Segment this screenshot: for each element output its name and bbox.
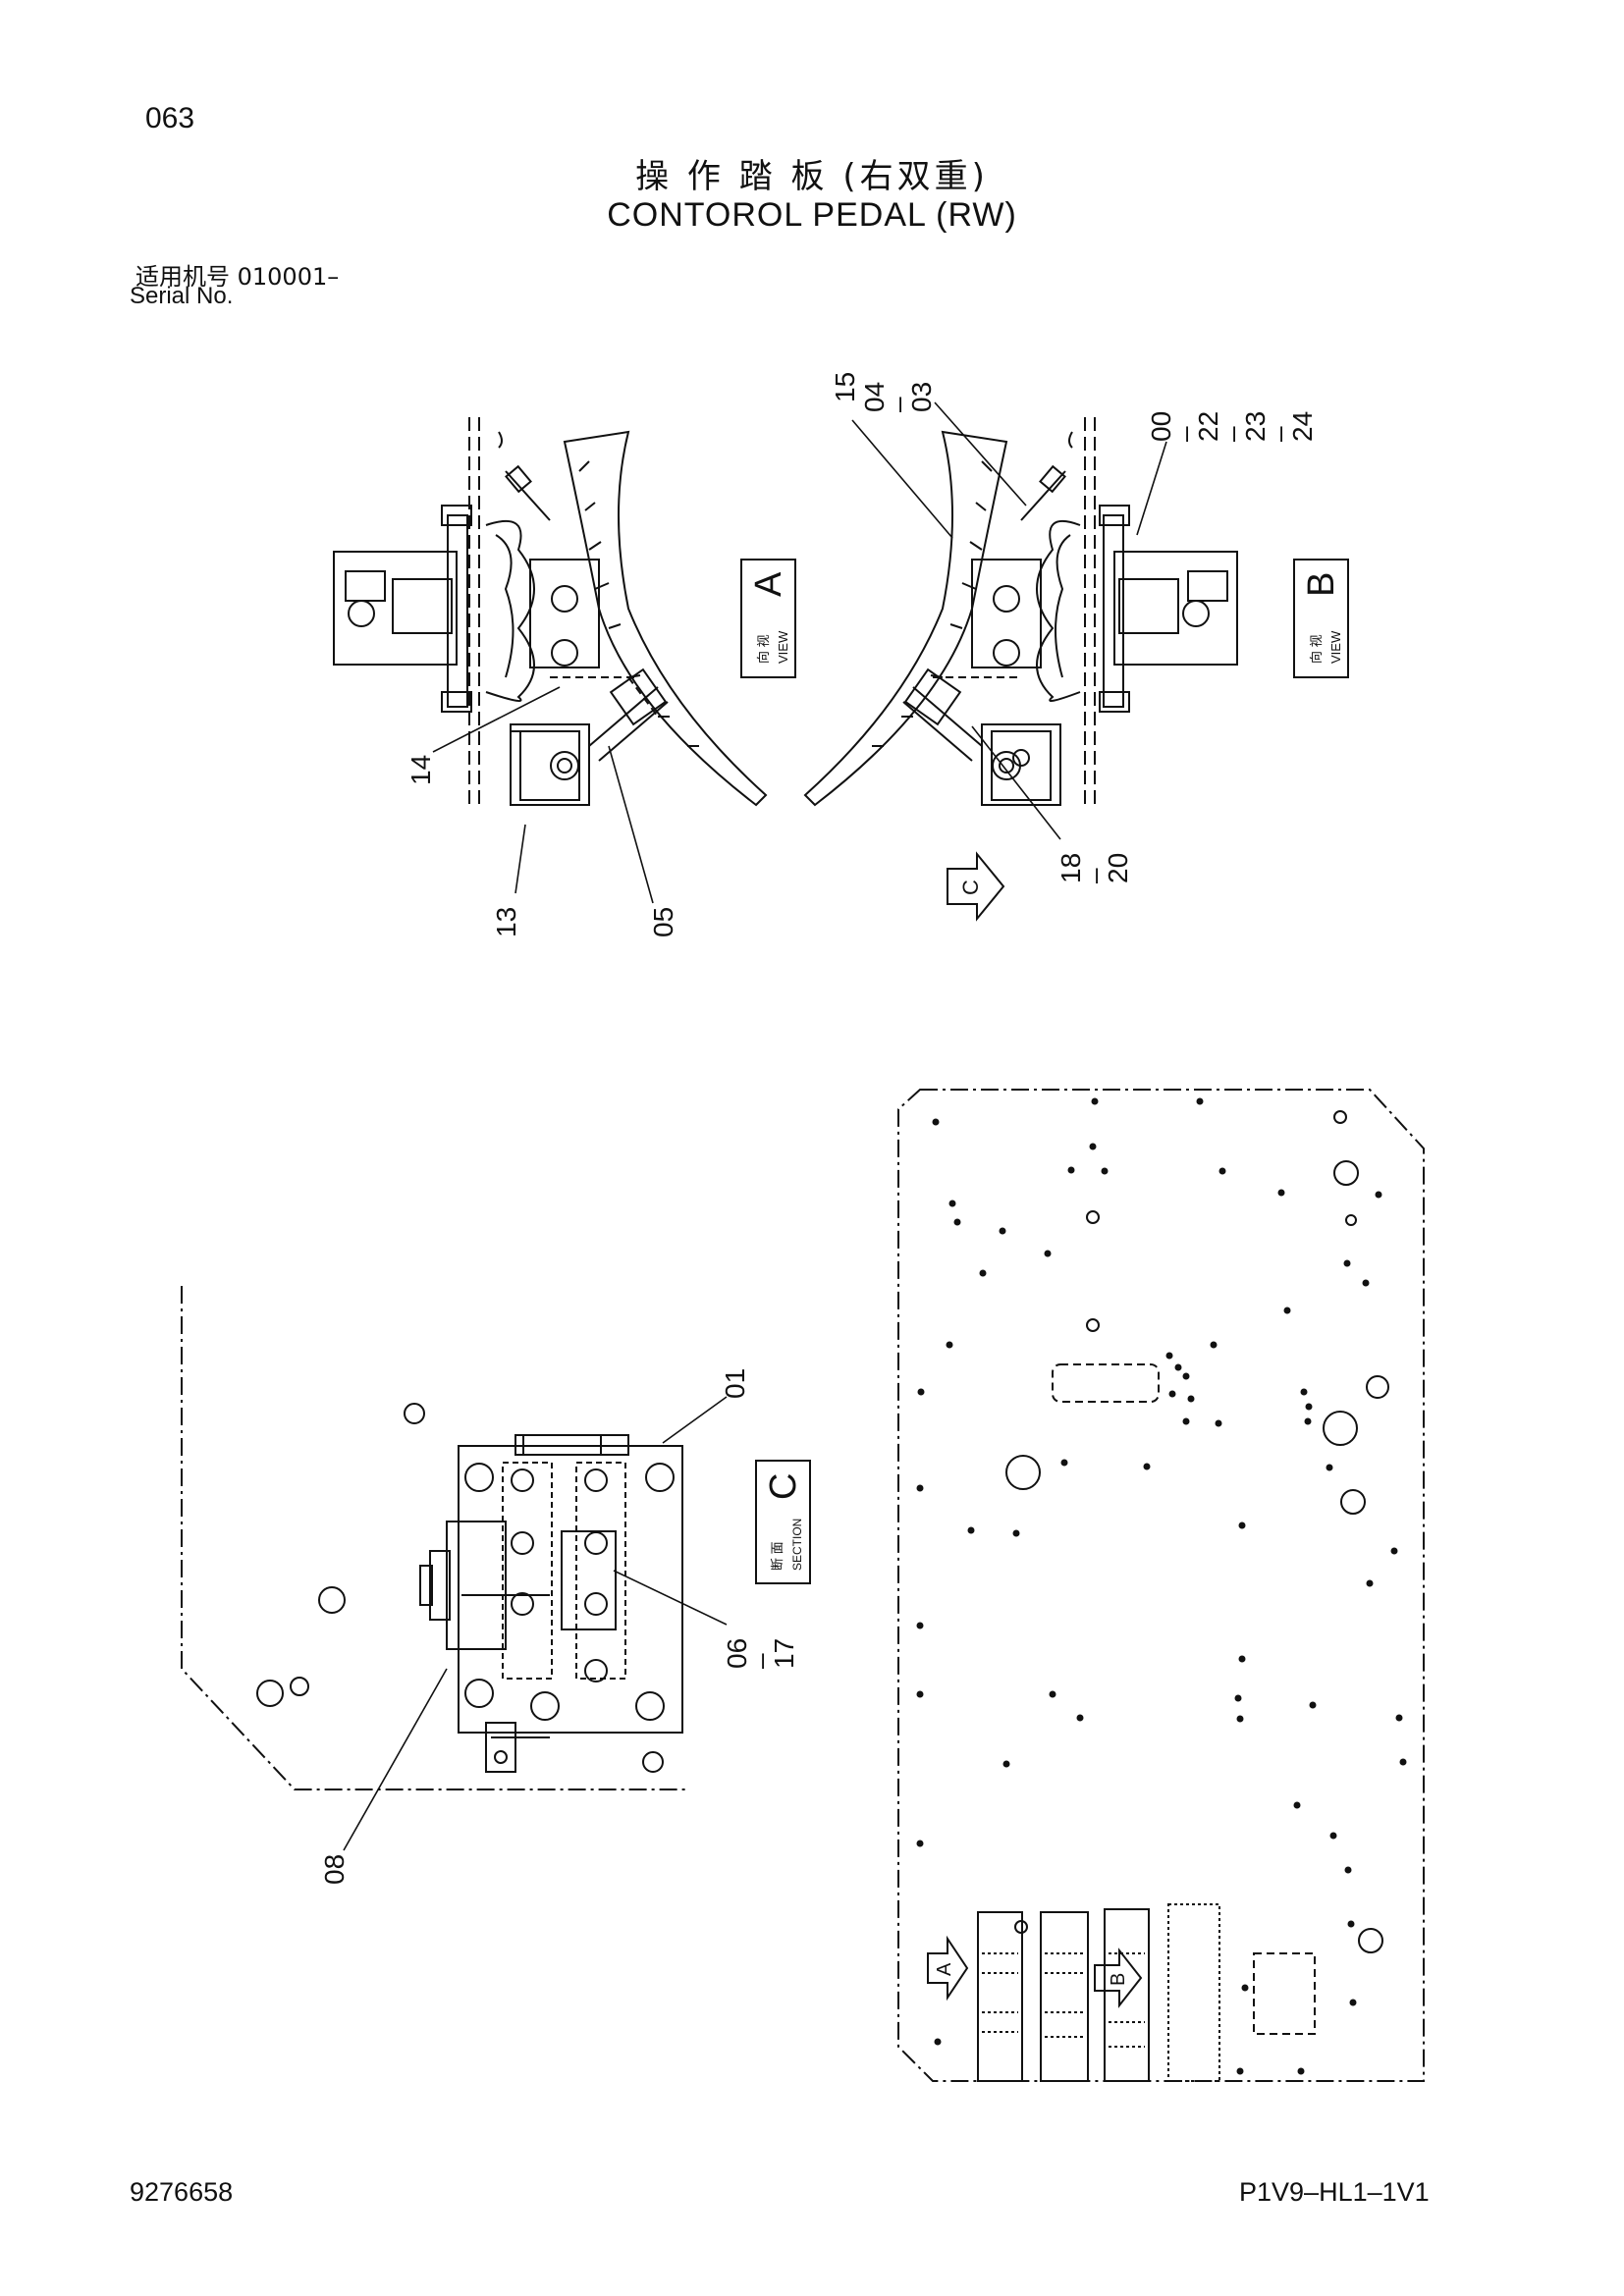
callout-15: 15 <box>830 372 860 402</box>
callout-00-24: 00 –22–23–24 <box>1146 403 1318 442</box>
callout-line: – <box>1079 868 1110 883</box>
view-label-boxes <box>740 559 1349 1584</box>
callout-line: – <box>1217 426 1247 442</box>
title-english: CONTOROL PEDAL (RW) <box>607 196 1017 234</box>
callout-line: – <box>745 1653 776 1669</box>
title-chinese: 操 作 踏 板 (右双重) <box>635 157 989 196</box>
callout-line: – <box>1264 426 1294 442</box>
view-a-letter: A <box>748 571 789 597</box>
leader-lines <box>343 401 1167 1851</box>
callout-06-17: 06 –17 <box>722 1630 799 1669</box>
callout-05: 05 <box>648 907 678 937</box>
floor-plate-holes <box>916 1097 1407 2075</box>
view-c-arrow-letter: C <box>958 880 983 895</box>
callout-line: – <box>1169 426 1200 442</box>
view-b-letter: B <box>1301 572 1342 597</box>
callout-13: 13 <box>491 907 521 937</box>
document-code: P1V9–HL1–1V1 <box>1239 2177 1430 2207</box>
view-a-en: VIEW <box>776 630 790 664</box>
callout-08: 08 <box>319 1854 350 1885</box>
callout-00-24-label: 00 <box>1146 411 1176 442</box>
callout-line: 22 <box>1193 411 1223 442</box>
floor-plate-id-plates <box>977 1903 1220 2082</box>
callout-line: 23 <box>1240 411 1271 442</box>
view-a-arrow-letter: A <box>934 1962 955 1976</box>
serial-label-chinese: 适用机号 010001– <box>135 263 340 291</box>
callout-line: 24 <box>1287 411 1318 442</box>
document-number: 9276658 <box>130 2177 234 2207</box>
callout-14: 14 <box>406 755 436 785</box>
section-c-letter: C <box>763 1473 804 1500</box>
callout-line: 03 <box>906 382 937 412</box>
callout-line: 20 <box>1103 853 1133 883</box>
view-b-arrow <box>1094 1948 1143 2008</box>
view-b-en: VIEW <box>1328 630 1343 664</box>
callout-01: 01 <box>720 1368 750 1399</box>
view-a-arrow <box>927 1935 969 2002</box>
callout-line: 17 <box>769 1638 799 1669</box>
view-b-cn: 向 视 <box>1309 634 1324 664</box>
view-a-cn: 向 视 <box>756 634 771 664</box>
callout-18-20: 18 –20 <box>1056 845 1133 883</box>
callout-18-20-label: 18 <box>1056 853 1086 883</box>
pedal-assembly-view-b <box>803 417 1238 807</box>
callout-04-03-label: 04 <box>859 382 890 412</box>
section-c-cn: 断 面 <box>770 1541 785 1571</box>
section-c-en: SECTION <box>790 1519 804 1571</box>
floor-plate-drawing <box>897 1089 1425 2082</box>
page-number: 063 <box>145 102 195 134</box>
callout-06-17-label: 06 <box>722 1638 752 1669</box>
view-b-arrow-letter: B <box>1108 1973 1129 1986</box>
callout-line: – <box>883 397 913 412</box>
view-c-arrow <box>947 851 1005 922</box>
pedal-assembly-view-a <box>333 417 768 807</box>
section-c-drawing <box>181 1286 687 1790</box>
serial-label-english: Serial No. <box>130 283 234 309</box>
callout-04-03: 04 –03 <box>859 374 937 412</box>
